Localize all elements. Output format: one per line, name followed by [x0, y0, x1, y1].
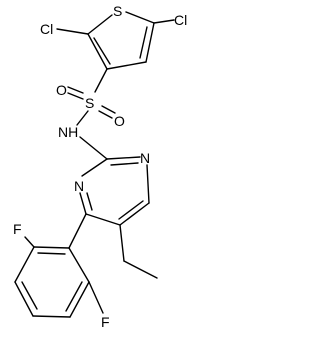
bond-c5-ethyl-ch2	[119, 224, 125, 262]
bond-n-lower-c2	[81, 158, 108, 177]
bond-c3-c4ph-double	[21, 281, 38, 310]
bond-c2-cl	[56, 28, 89, 35]
atom-label-o-left: O	[56, 82, 67, 98]
bond-c5-cl	[153, 19, 175, 24]
bond-n-upper-c6	[146, 164, 150, 204]
bond-c6-c1ph	[68, 247, 90, 283]
bond-c6ph-f	[88, 281, 104, 314]
structure-canvas: S Cl Cl S O O NH N N F F	[13, 3, 188, 330]
bond-ethyl-ch2-ch3	[123, 260, 158, 279]
thiophene-ring	[87, 11, 155, 70]
bond-c6-c5-double	[118, 200, 144, 220]
bond-c1-c2ph-double	[37, 252, 66, 255]
bond-c4-c5-double	[139, 26, 148, 59]
bond-s-o-left-b	[67, 92, 84, 100]
bond-c3-s	[94, 68, 108, 93]
bond-c5-s	[125, 11, 155, 24]
pyrimidine-ring	[79, 156, 150, 226]
atom-label-f-lower: F	[101, 314, 110, 330]
bond-c6-c5	[119, 202, 150, 226]
bond-s-o-left-a	[67, 86, 84, 94]
bond-c2-c3-double	[93, 37, 111, 65]
phenyl-ring	[14, 213, 90, 318]
atom-label-f-upper: F	[13, 221, 22, 237]
atom-label-cl-right: Cl	[174, 12, 187, 28]
bond-c3-c4	[106, 61, 147, 70]
atom-label-s-ring: S	[113, 3, 122, 19]
bond-c4-n-lower	[79, 192, 87, 215]
bond-c2-n-upper-double	[110, 162, 139, 166]
bond-c4-c5	[145, 22, 155, 63]
bond-c2-n-upper	[106, 156, 141, 160]
atom-label-cl-left: Cl	[40, 21, 53, 37]
bond-s-n	[76, 110, 89, 126]
bond-s-o-right-b	[98, 110, 113, 119]
bond-c3-c4ph	[14, 281, 34, 317]
structure-diagram: S Cl Cl S O O NH N N F F	[13, 3, 187, 330]
atom-label-n-upper: N	[140, 150, 150, 166]
bond-c1-c2ph	[33, 246, 70, 249]
atom-label-s-sulfonyl: S	[85, 95, 94, 111]
bond-c5-c4	[85, 213, 121, 226]
bond-c4-c1ph	[68, 213, 87, 249]
bond-c4-n-lower-double	[86, 192, 93, 211]
bond-c2ph-f	[24, 236, 35, 248]
bond-s-c2	[87, 14, 113, 35]
bond-c2-c3ph	[14, 246, 35, 283]
bond-c2-c3	[87, 33, 108, 70]
bond-c4-c5ph	[32, 315, 71, 318]
bond-s-o-right-a	[101, 105, 116, 114]
atom-label-o-right: O	[114, 113, 125, 129]
bond-c5-c6ph	[69, 281, 90, 318]
atom-label-n-lower: N	[74, 178, 84, 194]
atom-label-nh: NH	[58, 124, 78, 140]
bond-n-c2pyr	[79, 136, 108, 160]
bond-c5-c6ph-double	[65, 281, 83, 312]
